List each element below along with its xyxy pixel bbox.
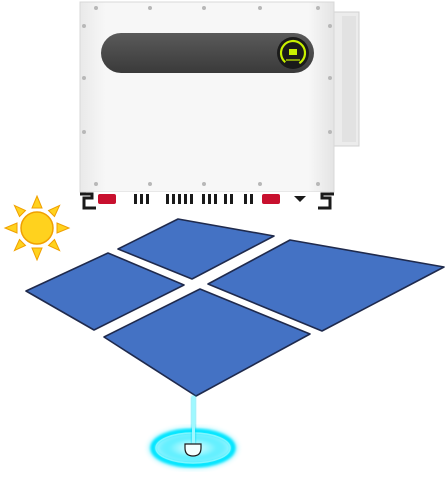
- solar-panel-left: [25, 252, 185, 331]
- inverter-screws: [82, 6, 332, 186]
- inverter-connectors: [80, 192, 334, 210]
- inverter: [79, 1, 360, 210]
- ground-probe-icon: [149, 396, 237, 468]
- inverter-side-plate-inner: [342, 16, 356, 142]
- solar-panel-top: [117, 218, 275, 280]
- inverter-body: [79, 1, 335, 193]
- dc-connector-red-left: [98, 194, 116, 204]
- inverter-display-strip: [101, 33, 314, 73]
- dc-connector-red-right: [262, 194, 280, 204]
- solar-panel-right: [207, 239, 445, 332]
- power-gauge-icon: [277, 37, 309, 69]
- sun-icon: [3, 194, 71, 262]
- solar-array: [25, 218, 445, 397]
